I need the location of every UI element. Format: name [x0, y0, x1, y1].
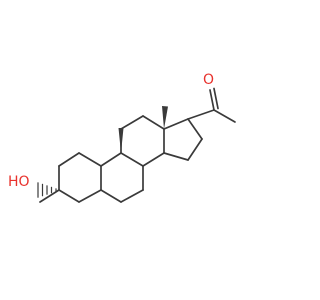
c3-methyl-bond: [39, 189, 60, 203]
ketone-oxygen-label: O: [203, 72, 214, 88]
ring-a: [58, 152, 102, 203]
c18-methyl-wedge: [162, 106, 168, 129]
c3-hydroxyl-hashed-bond: [37, 182, 57, 198]
c19-methyl-wedge: [118, 128, 124, 153]
hydroxyl-label: HO: [8, 174, 30, 190]
ring-d: [163, 118, 203, 161]
ring-c: [120, 115, 165, 167]
steroid-structure-diagram: O HO: [8, 72, 236, 203]
acetyl-group: [187, 87, 236, 123]
ring-b: [100, 152, 144, 203]
